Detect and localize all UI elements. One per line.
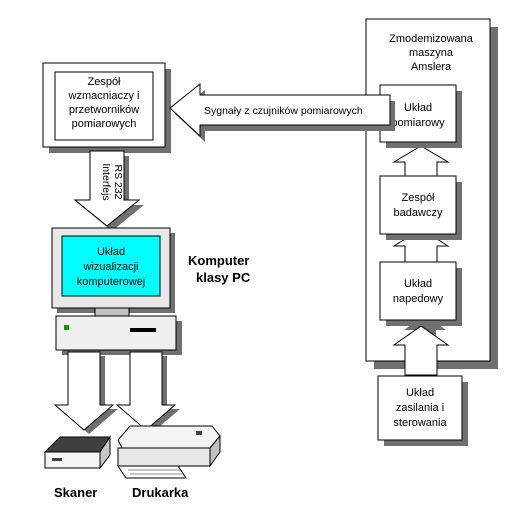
drive-unit-line-2: napedowy [393, 293, 444, 305]
printer-label: Drukarka [132, 485, 189, 500]
power-led [64, 325, 69, 330]
power-unit-line-3: sterowania [393, 417, 447, 429]
power-unit-box: Układ zasilania i sterowania [377, 375, 468, 446]
arrow-power-to-drive [392, 325, 450, 376]
scanner-label: Skaner [54, 485, 97, 500]
power-unit-line-1: Układ [406, 387, 434, 399]
arrow-to-scanner [53, 351, 118, 434]
arrow-test-up [392, 145, 450, 178]
signal-arrow-label: Sygnały z czujników pomiarowych [204, 105, 363, 117]
test-unit-line-1: Zespół [401, 192, 435, 204]
drive-unit-line-1: Układ [404, 278, 432, 290]
test-unit-line-2: badawczy [394, 207, 443, 219]
computer-screen [61, 235, 161, 297]
screen-line-1: Układ [97, 246, 125, 258]
measurement-unit-line-1: Układ [404, 102, 432, 114]
drive-slot [130, 328, 156, 332]
computer-label-line-2: klasy PC [196, 270, 251, 285]
computer-monitor: Układ wizualizacji komputerowej [51, 227, 175, 317]
amplifiers-line-4: pomiarowych [72, 118, 137, 130]
measurement-unit-line-2: pomiarowy [391, 117, 445, 129]
scanner-icon [43, 435, 111, 470]
signal-arrow: Sygnały z czujników pomiarowych [169, 82, 395, 142]
interface-label-line-1: Interfejs [100, 163, 112, 200]
machine-title-line-1: Zmodemizowana [389, 33, 474, 45]
measurement-unit-box: Układ pomiarowy [379, 84, 462, 148]
printer-icon [117, 425, 221, 479]
machine-title-line-2: maszyna [409, 47, 454, 59]
power-unit-line-2: zasilania i [396, 402, 444, 414]
screen-line-2: wizualizacji [82, 261, 138, 273]
interface-arrow: Interfejs RS 232 [73, 150, 144, 231]
monitor-stand [94, 307, 130, 317]
screen-line-3: komputerowej [77, 276, 145, 288]
amplifiers-line-2: wzmacniaczy i [68, 90, 140, 102]
amplifiers-line-1: Zespół [87, 76, 121, 88]
computer-case [55, 315, 182, 355]
arrow-to-printer [115, 351, 180, 434]
amplifiers-line-3: przetworników [69, 104, 139, 116]
test-unit-box: Zespół badawczy [379, 175, 462, 240]
interface-label-line-2: RS 232 [112, 164, 124, 199]
machine-title-line-3: Amslera [411, 61, 452, 73]
computer-label-line-1: Komputer [188, 253, 249, 268]
amplifiers-box: Zespół wzmacniaczy i przetworników pomia… [42, 62, 171, 153]
drive-unit-box: Układ napedowy [379, 261, 462, 326]
